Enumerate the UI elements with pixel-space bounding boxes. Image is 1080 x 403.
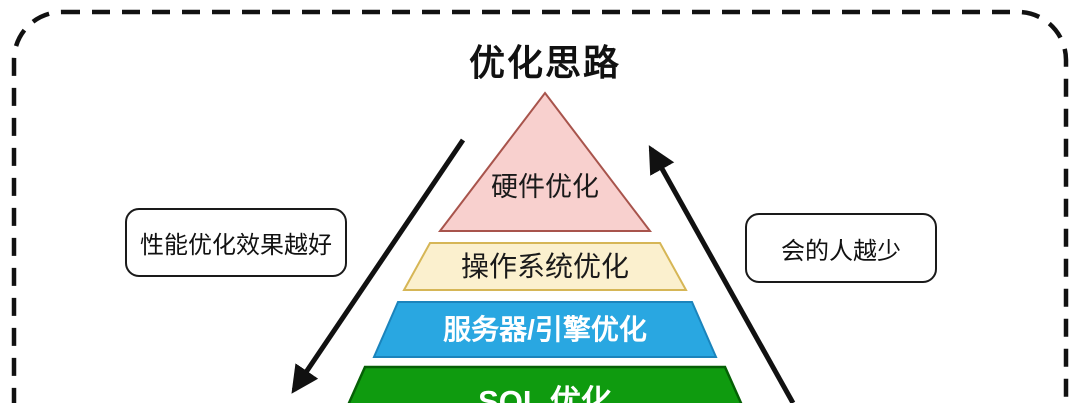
pyramid-layer-server-label: 服务器/引擎优化 [443, 313, 647, 345]
left-annotation-box: 性能优化效果越好 [125, 208, 347, 277]
pyramid-layer-os-label: 操作系统优化 [461, 251, 629, 282]
right-up-arrow-icon [648, 145, 796, 403]
pyramid-layer-sql-label: SQL 优化 [478, 384, 612, 403]
dashed-frame-border [11, 9, 1069, 403]
pyramid-layer-os [402, 242, 688, 291]
left-annotation-label: 性能优化效果越好 [140, 232, 332, 259]
left-down-arrow-icon [291, 138, 466, 394]
pyramid-layer-sql [347, 365, 743, 403]
page-title: 优化思路 [468, 42, 621, 83]
right-annotation-label: 会的人越少 [781, 237, 901, 265]
pyramid-layer-hardware [437, 91, 653, 232]
pyramid-layer-server [372, 301, 718, 358]
right-annotation-box: 会的人越少 [745, 213, 937, 283]
pyramid-layer-hardware-label: 硬件优化 [491, 172, 599, 202]
